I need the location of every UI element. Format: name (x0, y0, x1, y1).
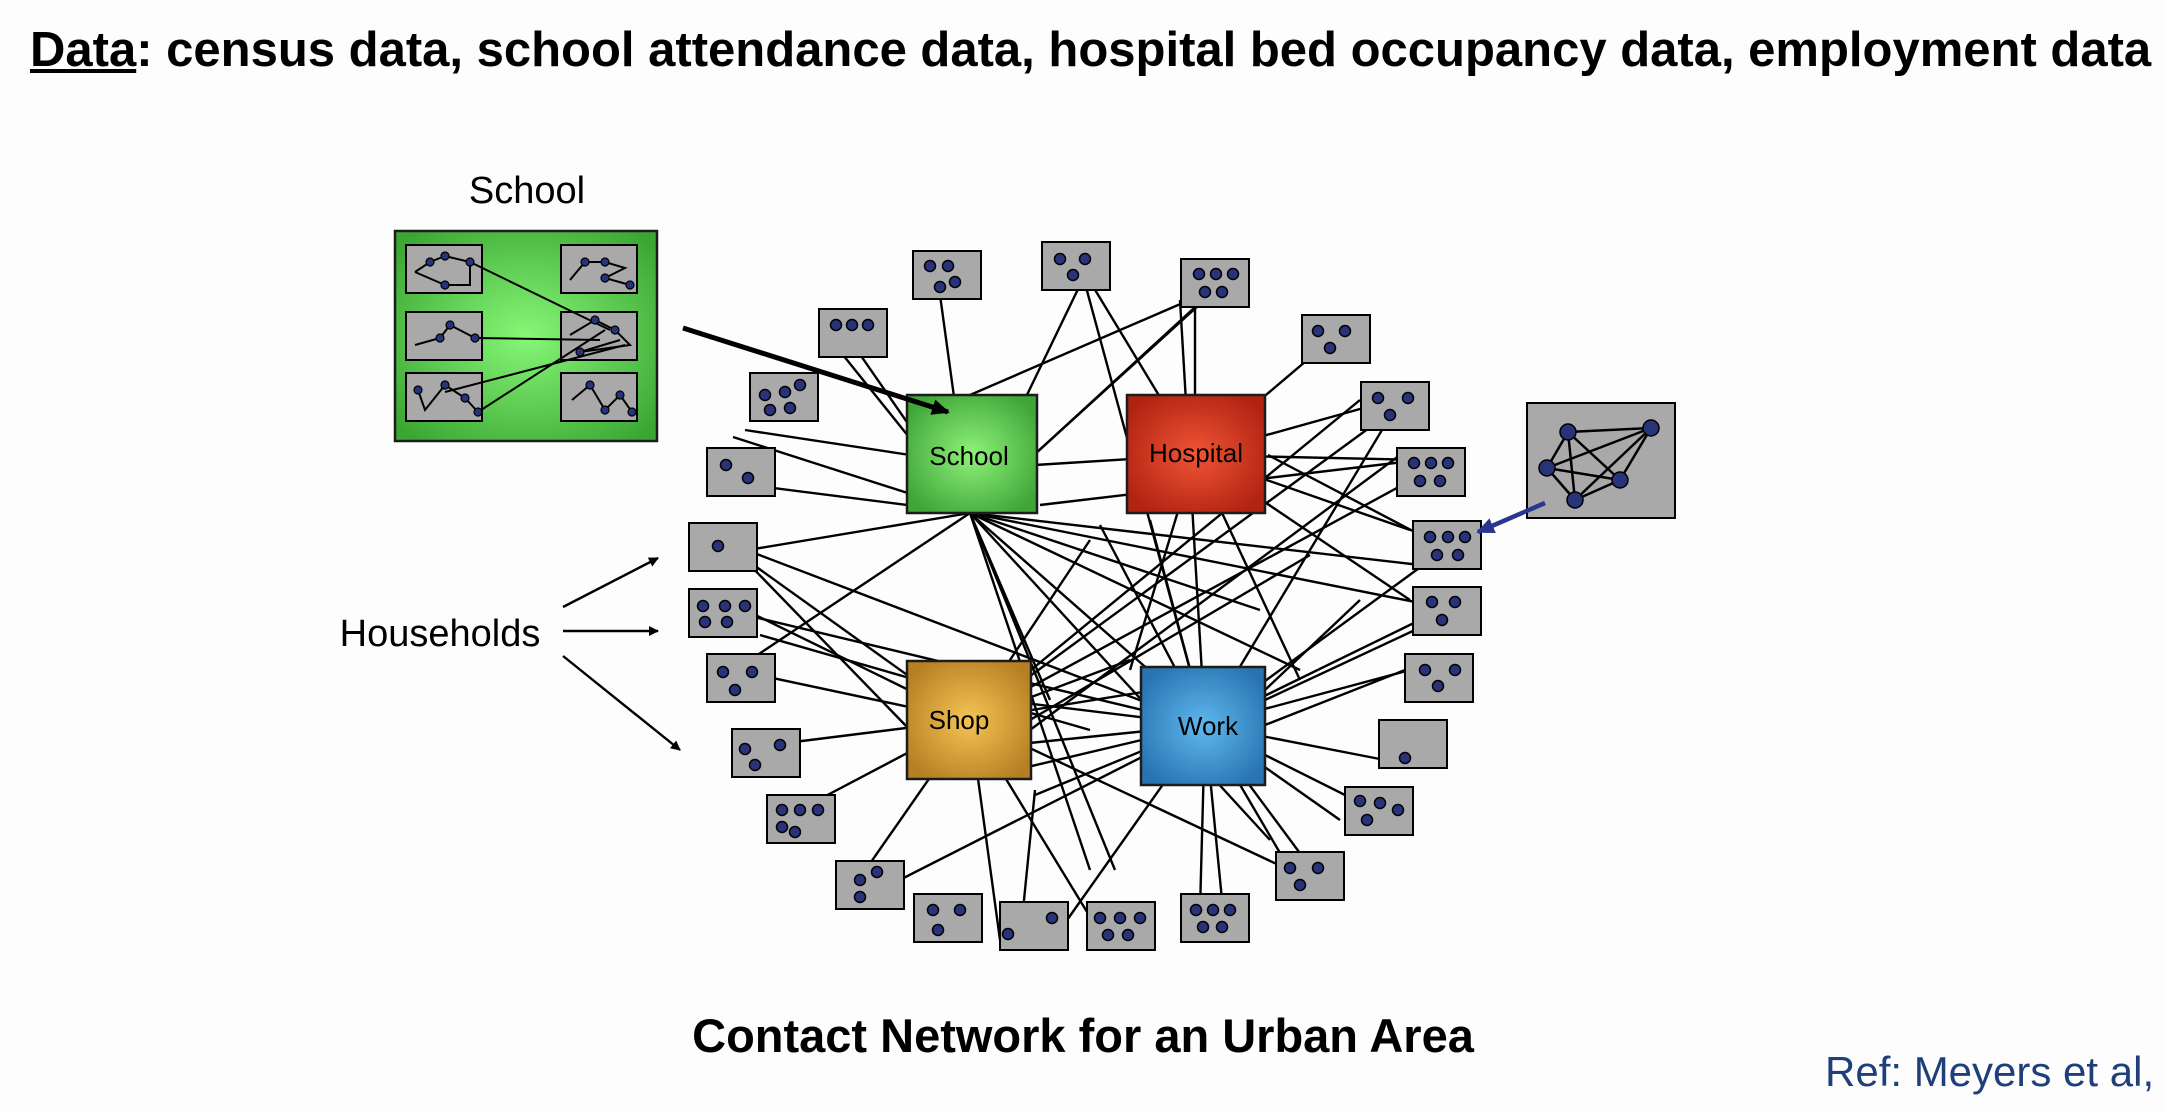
household-1 (912, 250, 982, 300)
household-13 (1180, 893, 1250, 943)
household-9 (1404, 653, 1474, 703)
school-node: School (905, 393, 1039, 515)
household-boxes (688, 241, 1482, 951)
school-inset: School (393, 170, 659, 443)
hospital-node: Hospital (1125, 393, 1267, 515)
shop-node: Shop (905, 659, 1033, 781)
household-12 (1275, 851, 1345, 901)
household-14 (1086, 901, 1156, 951)
header-data-word: Data (30, 23, 137, 77)
household-6 (1396, 447, 1466, 497)
households-arrow-bottom (562, 655, 681, 751)
school-inset-label: School (469, 170, 585, 212)
household-7 (1412, 520, 1482, 570)
household-16 (913, 893, 983, 943)
reference-note: Ref: Meyers et al, (1825, 1048, 2155, 1095)
page-header: Data: census data, school attendance dat… (30, 22, 2151, 78)
household-inset (1526, 402, 1676, 519)
household-10 (1378, 719, 1448, 769)
diagram-caption: Contact Network for an Urban Area (692, 1009, 1474, 1062)
shop-node-label: Shop (929, 705, 990, 735)
household-3 (1180, 258, 1250, 308)
household-5 (1360, 381, 1430, 431)
school-inset-arrow (682, 325, 950, 415)
household-4 (1301, 314, 1371, 364)
work-node-label: Work (1178, 711, 1239, 741)
households-label: Households (340, 613, 541, 655)
household-17 (835, 860, 905, 910)
household-23 (706, 447, 776, 497)
household-18 (766, 794, 836, 844)
household-15 (999, 901, 1069, 951)
household-21 (688, 588, 758, 638)
header-data-sources: : census data, school attendance data, h… (136, 23, 2152, 77)
hospital-node-label: Hospital (1149, 438, 1243, 468)
household-inset-arrow (1476, 500, 1546, 535)
household-members (696, 252, 1472, 942)
household-25 (818, 308, 888, 358)
school-node-label: School (929, 441, 1009, 471)
household-2 (1041, 241, 1111, 291)
work-node: Work (1139, 665, 1267, 787)
household-20 (706, 653, 776, 703)
household-8 (1412, 586, 1482, 636)
households-arrow-top (562, 556, 659, 609)
